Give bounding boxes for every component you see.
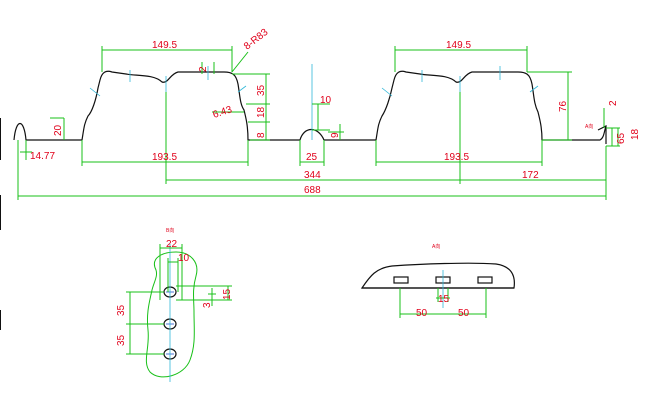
- dim-10: 10: [320, 95, 332, 106]
- deck-profile: [13, 70, 607, 144]
- dim-149-5-right: 149.5: [446, 40, 471, 51]
- view-a-dim-15: 15: [438, 294, 450, 305]
- view-a-slot-3: [477, 276, 493, 284]
- dim-193-5-right: 193.5: [444, 152, 469, 163]
- view-a-dim-50-left: 50: [416, 308, 428, 319]
- right-edge-stub: [597, 125, 607, 144]
- view-a-tag: A向: [432, 243, 440, 250]
- view-a-dim-50-right: 50: [458, 308, 470, 319]
- dim-172: 172: [522, 170, 539, 181]
- radius-note: 8-R83: [242, 27, 271, 53]
- left-edge-hook: [13, 70, 607, 141]
- dim-9: 9: [330, 132, 341, 138]
- dim-18-right: 18: [630, 128, 641, 140]
- dim-76: 76: [558, 100, 569, 112]
- dim-344: 344: [304, 170, 321, 181]
- view-b-dim-15: 15: [222, 288, 233, 300]
- dim-688: 688: [304, 185, 321, 196]
- dim-8: 8: [256, 132, 267, 138]
- tag-a-right: A向: [585, 123, 593, 130]
- view-b-outline: [145, 251, 198, 378]
- dim-25: 25: [306, 152, 318, 163]
- centerlines: [89, 64, 539, 140]
- view-b-dim-35-bottom: 35: [116, 334, 127, 346]
- dim-20: 20: [53, 124, 64, 136]
- dim-14-77: 14.77: [30, 151, 55, 162]
- profile-dimension-texts: 149.5 149.5 8-R83 2 35 18 8 6.43 10 9 20…: [30, 27, 641, 196]
- dim-35: 35: [256, 84, 267, 96]
- dim-149-5-left: 149.5: [152, 40, 177, 51]
- profile-dimension-lines: [17, 46, 620, 200]
- dim-18-left: 18: [256, 106, 267, 118]
- view-b-dim-35-top: 35: [116, 304, 127, 316]
- view-a-outline: [360, 262, 515, 289]
- view-a-slot-1: [393, 276, 409, 284]
- dim-6-43: 6.43: [212, 104, 234, 121]
- view-b-dim-22: 22: [166, 239, 178, 250]
- dim-2-left: 2: [198, 66, 209, 72]
- dim-65: 65: [616, 132, 627, 144]
- dim-193-5-left: 193.5: [152, 152, 177, 163]
- view-b-dim-10: 10: [178, 253, 190, 264]
- dim-2-right: 2: [608, 100, 619, 106]
- view-b-tag: B向: [166, 227, 174, 234]
- view-a-detail: A向 15 50 50: [360, 243, 515, 319]
- view-b-detail: B向 22 10 15 3 35 35: [116, 227, 233, 382]
- view-b-dim-3: 3: [202, 302, 213, 308]
